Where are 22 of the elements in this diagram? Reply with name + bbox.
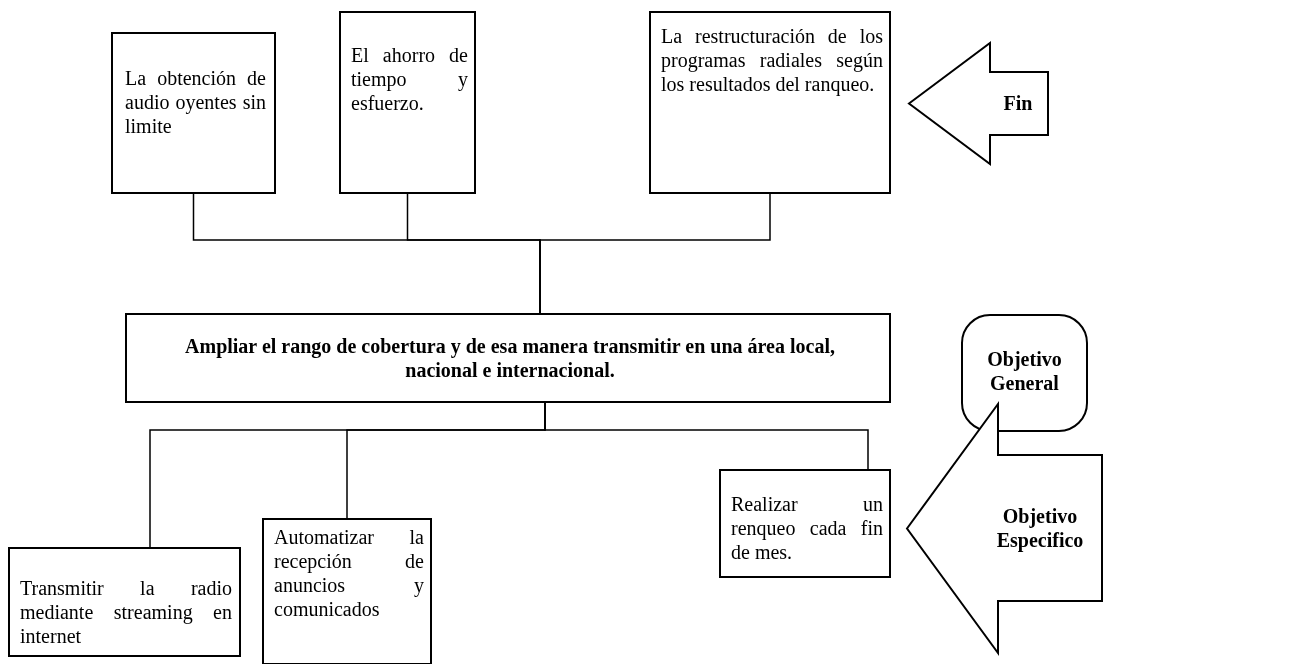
body-text: Realizar un renqueo cada fin de mes. (731, 492, 883, 564)
body-text: La restructuración de los programas radiales según los resultados del ranqueo. (661, 24, 883, 96)
connector-line (539, 193, 771, 314)
body-text: El ahorro de tiempo y esfuerzo. (351, 43, 468, 115)
text-box (262, 518, 432, 664)
text-box (649, 11, 891, 194)
text-box (339, 11, 476, 194)
heading-text: Ampliar el rango de cobertura y de esa manera transmitir en una área local, nacional e internacional. (184, 334, 836, 382)
connector-line (544, 402, 869, 470)
text-box (8, 547, 241, 657)
left-arrow-shape (908, 42, 1049, 165)
body-text: La obtención de audio oyentes sin limite (125, 66, 266, 138)
body-text: Automatizar la recepción de anuncios y comunicados (274, 525, 424, 621)
text-box (719, 469, 891, 578)
rounded-box (961, 314, 1088, 432)
left-arrow-shape (906, 403, 1103, 654)
text-box (125, 313, 891, 403)
text-box (111, 32, 276, 194)
heading-text: Objetivo General (986, 347, 1063, 395)
heading-text: Fin (1002, 91, 1034, 115)
heading-text: Objetivo Especifico (995, 504, 1085, 552)
body-text: Transmitir la radio mediante streaming en internet (20, 576, 232, 648)
